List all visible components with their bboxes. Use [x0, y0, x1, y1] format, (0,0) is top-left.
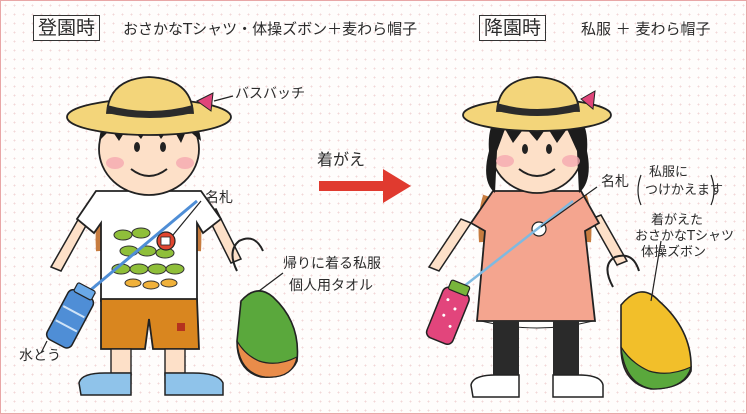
girl-figure: [425, 76, 692, 398]
bag-contents-line1: 帰りに着る私服: [283, 256, 381, 272]
name-tag-label-left: 名札: [205, 190, 233, 206]
changed-clothes-line1: 着がえた: [651, 213, 704, 228]
change-clothes-label: 着がえ: [317, 150, 366, 169]
changed-clothes-line2: おさかなTシャツ: [635, 229, 734, 244]
name-tag-note-line1: 私服に: [649, 165, 689, 180]
arrival-outfit-text: おさかなTシャツ・体操ズボン＋麦わら帽子: [123, 20, 418, 38]
bag-contents-line2: 個人用タオル: [289, 278, 373, 294]
change-arrow: [319, 169, 411, 203]
arrival-heading: 登園時: [33, 15, 101, 41]
boy-figure: [45, 76, 299, 396]
departure-heading: 降園時: [479, 15, 547, 41]
water-bottle-label: 水とう: [19, 348, 61, 364]
bus-badge-label: バスバッチ: [235, 86, 305, 102]
departure-outfit-text: 私服 ＋ 麦わら帽子: [581, 20, 711, 38]
name-tag-label-right: 名札: [601, 174, 629, 190]
name-tag-note-line2: つけかえます: [645, 183, 724, 198]
changed-clothes-line3: 体操ズボン: [641, 245, 707, 260]
